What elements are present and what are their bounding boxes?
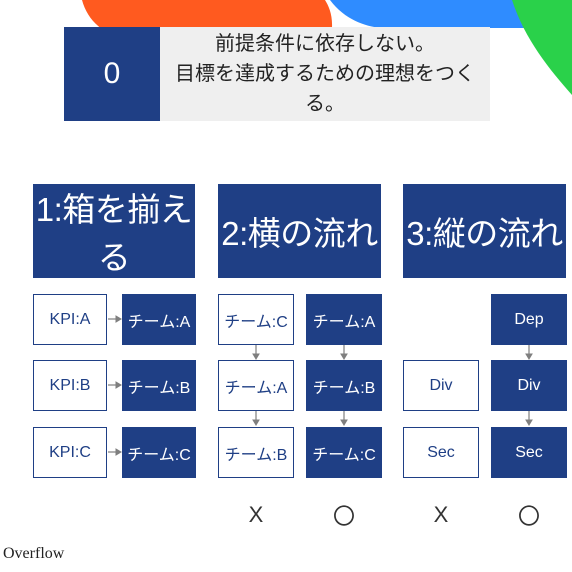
cross-mark: X — [248, 502, 264, 527]
cross-mark: X — [433, 502, 449, 527]
section-3-right-box-3: Sec — [491, 427, 567, 478]
box-label: チーム:B — [127, 379, 191, 397]
right-arrow-icon — [108, 315, 122, 323]
section-3-left-box-3: Sec — [403, 427, 479, 478]
right-arrow-icon — [108, 381, 122, 389]
principle-line-2: 目標を達成するための理想をつくる。 — [175, 63, 475, 115]
section-2-left-box-1: チーム:C — [218, 294, 294, 345]
circle-mark: 〇 — [517, 504, 540, 529]
box-label: チーム:C — [224, 313, 288, 331]
footer-logo-text: Overflow — [3, 545, 64, 563]
box-label: Dep — [514, 310, 544, 328]
section-3-left-box-2: Div — [403, 360, 479, 411]
circle-mark: 〇 — [332, 504, 355, 529]
box-label: Sec — [427, 443, 455, 461]
box-label: Sec — [515, 443, 543, 461]
box-label: チーム:B — [312, 379, 376, 397]
box-label: KPI:A — [49, 310, 91, 328]
down-arrow-icon — [525, 411, 533, 426]
down-arrow-icon — [252, 345, 260, 360]
section-3-right-verdict: 〇 — [509, 500, 549, 530]
down-arrow-icon — [340, 345, 348, 360]
box-label: KPI:C — [49, 443, 91, 461]
section-3-right-box-1: Dep — [491, 294, 567, 345]
box-label: チーム:A — [312, 313, 376, 331]
section-1-left-box-2: KPI:B — [33, 360, 107, 411]
box-label: Div — [429, 376, 453, 394]
section-3-left-verdict: X — [421, 500, 461, 530]
section-1-right-box-2: チーム:B — [122, 360, 196, 411]
box-label: チーム:B — [224, 446, 288, 464]
section-2-right-verdict: 〇 — [324, 500, 364, 530]
section-2-right-box-2: チーム:B — [306, 360, 382, 411]
footer-label: Overflow — [3, 545, 65, 562]
section-1-left-box-3: KPI:C — [33, 427, 107, 478]
down-arrow-icon — [252, 411, 260, 426]
section-1-right-box-1: チーム:A — [122, 294, 196, 345]
box-label: Div — [517, 376, 541, 394]
principle-number: 0 — [103, 57, 121, 90]
section-3-header-label: 3:縦の流れ — [406, 215, 563, 252]
principle-number-box: 0 — [64, 27, 160, 121]
box-label: チーム:C — [312, 446, 376, 464]
section-2-right-box-3: チーム:C — [306, 427, 382, 478]
section-2-left-box-2: チーム:A — [218, 360, 294, 411]
section-3-header: 3:縦の流れ — [403, 184, 566, 278]
section-2-header: 2:横の流れ — [218, 184, 381, 278]
principle-line-1: 前提条件に依存しない。 — [215, 33, 435, 55]
section-1-header: 1:箱を揃える — [33, 184, 195, 278]
principle-text-box: 前提条件に依存しない。 目標を達成するための理想をつくる。 — [160, 27, 490, 121]
section-1-right-box-3: チーム:C — [122, 427, 196, 478]
section-1-header-label: 1:箱を揃える — [35, 191, 193, 276]
box-label: チーム:C — [127, 446, 191, 464]
section-2-left-box-3: チーム:B — [218, 427, 294, 478]
right-arrow-icon — [108, 448, 122, 456]
down-arrow-icon — [340, 411, 348, 426]
down-arrow-icon — [525, 345, 533, 360]
section-2-right-box-1: チーム:A — [306, 294, 382, 345]
section-2-header-label: 2:横の流れ — [221, 215, 378, 252]
box-label: チーム:A — [224, 379, 288, 397]
box-label: チーム:A — [127, 313, 191, 331]
section-3-right-box-2: Div — [491, 360, 567, 411]
section-2-left-verdict: X — [236, 500, 276, 530]
box-label: KPI:B — [49, 376, 91, 394]
section-1-left-box-1: KPI:A — [33, 294, 107, 345]
